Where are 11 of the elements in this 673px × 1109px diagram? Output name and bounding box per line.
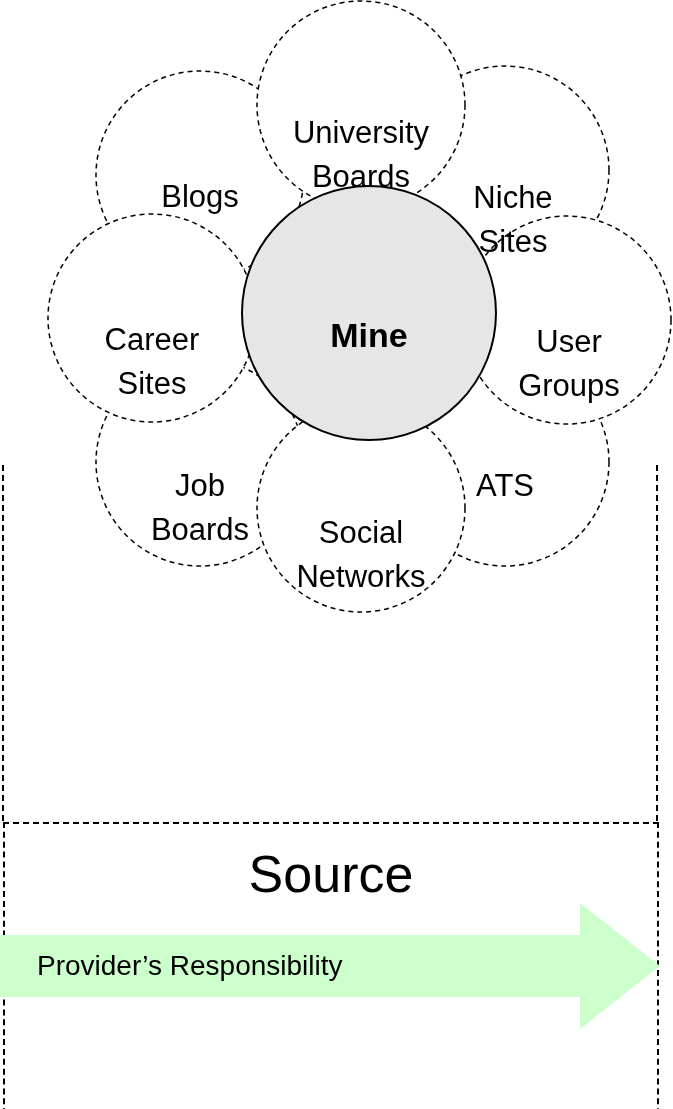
circle-label: Niche Sites (472, 179, 554, 261)
circle-label: Job Boards (149, 467, 251, 549)
circle-label: Career Sites (103, 321, 201, 403)
circle-label: Social Networks (295, 514, 427, 596)
arrow-label: Provider’s Responsibility (37, 949, 343, 983)
circle-label: User Groups (517, 323, 621, 405)
center-label: Mine (329, 315, 409, 356)
section-heading: Source (247, 844, 415, 904)
circle-label: University Boards (291, 114, 431, 196)
circle-label: Blogs (160, 178, 240, 216)
circle-label: ATS (475, 467, 535, 505)
